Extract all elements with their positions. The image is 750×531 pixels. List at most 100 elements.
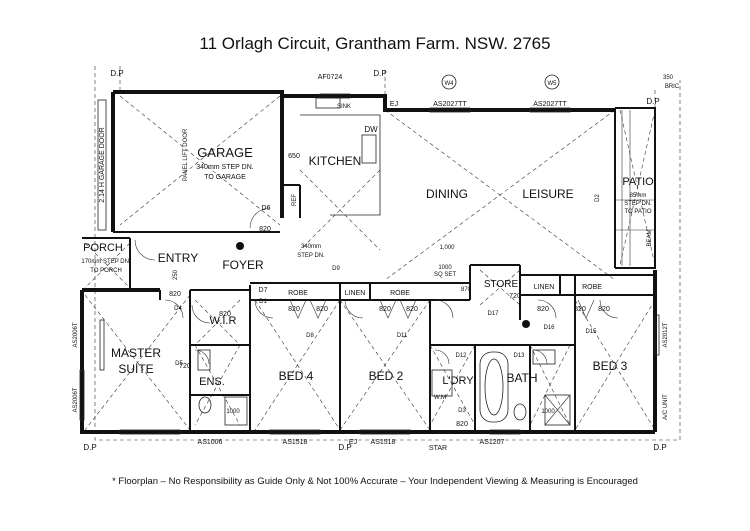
dim-250: 250 — [173, 269, 179, 280]
room-bed2: BED 2 — [369, 369, 404, 383]
dp-label-3: D.P — [646, 97, 659, 106]
window-code-as2027tt-2: AS2027TT — [533, 101, 567, 108]
dim-820-8: 820 — [537, 306, 549, 313]
ac-unit-label: A/C UNIT — [663, 394, 669, 420]
door-d13: D13 — [513, 353, 525, 359]
window-code-as2006t: AS2006T — [73, 322, 79, 347]
room-master: MASTER — [111, 346, 161, 360]
dim-1000-2: 1000 — [226, 409, 240, 415]
annotations: D.P D.P D.P D.P D.P D.P AF0724 W4 W5 AS2… — [73, 69, 680, 452]
room-kitchen: KITCHEN — [309, 154, 362, 168]
dim-720: 720 — [509, 293, 521, 300]
patio-paving — [615, 110, 655, 266]
dim-820: 820 — [259, 226, 271, 233]
door-d9: D9 — [332, 266, 340, 272]
door-d17: D17 — [487, 311, 499, 317]
kitchen-bench — [300, 97, 381, 216]
window-code-as2027tt: AS2027TT — [433, 101, 467, 108]
door-d2: D2 — [595, 194, 601, 202]
star-label: STAR — [429, 445, 447, 452]
room-bath: BATH — [506, 371, 537, 385]
grid-bubble-w5 — [544, 74, 560, 90]
door-d5: D5 — [175, 361, 183, 367]
fixtures — [197, 349, 571, 426]
room-entry: ENTRY — [158, 251, 198, 265]
fridge-label: REF — [292, 194, 298, 206]
door-d4: D4 — [174, 306, 182, 312]
window-code-as1207: AS1207 — [480, 439, 505, 446]
robe-label: ROBE — [288, 290, 308, 297]
dp-label-5: D.P — [338, 443, 351, 452]
room-ensuite: ENS. — [199, 376, 225, 388]
room-garage: GARAGE — [197, 145, 253, 160]
dim-820-7: 820 — [406, 306, 418, 313]
door-d12: D12 — [455, 353, 467, 359]
window-code-as1518-2: AS1518 — [371, 439, 396, 446]
door-d8: D8 — [306, 333, 314, 339]
dim-820-2: 820 — [169, 291, 181, 298]
room-labels: GARAGE 340mm STEP DN. TO GARAGE KITCHEN … — [81, 145, 654, 388]
door-d15: D15 — [585, 329, 597, 335]
linen-label-2: LINEN — [534, 284, 555, 291]
dp-label-4: D.P — [83, 443, 96, 452]
dp-label-2: D.P — [373, 69, 386, 78]
room-wir: W.I.R — [210, 315, 237, 327]
room-patio: PATIO — [622, 176, 654, 188]
ej-label-2: EJ — [349, 439, 357, 446]
patio-note-2: STEP DN. — [624, 201, 652, 207]
internal-walls — [113, 120, 655, 432]
washing-machine-label: W.M — [434, 395, 446, 401]
room-foyer: FOYER — [222, 258, 264, 272]
foyer-note: 340mm — [301, 244, 321, 250]
brick-label: BRIC — [665, 84, 680, 90]
door-d6: D6 — [262, 205, 271, 212]
door-d11: D11 — [397, 333, 408, 339]
room-dining: DINING — [426, 187, 468, 201]
grid-w4-label: W4 — [445, 81, 455, 87]
patio-note: 85mm — [630, 193, 647, 199]
dim-820-4: 820 — [288, 306, 300, 313]
dim-820-5: 820 — [316, 306, 328, 313]
dp-label: D.P — [110, 69, 123, 78]
door-d7: D7 — [259, 287, 268, 294]
robe-label-2: ROBE — [390, 290, 410, 297]
dim-820-11: 820 — [456, 421, 468, 428]
window-code-as2012t: AS2012T — [663, 322, 669, 347]
sink-label: SINK — [337, 104, 351, 110]
window-code-af0724: AF0724 — [318, 74, 343, 81]
room-bed4: BED 4 — [279, 369, 314, 383]
panel-lift-label: PANEL LIFT DOOR — [183, 128, 189, 181]
room-leisure: LEISURE — [522, 187, 573, 201]
room-master-2: SUITE — [118, 362, 153, 376]
garage-step-note: 340mm STEP DN. — [196, 164, 253, 171]
windows — [79, 93, 660, 435]
dashed-guides — [84, 66, 681, 441]
garage-step-note-2: TO GARAGE — [204, 174, 246, 181]
dim-720-2: 720 — [179, 363, 191, 370]
dim-350: 350 — [663, 75, 674, 81]
door-d1: D1 — [259, 299, 267, 305]
room-laundry: L'DRY — [442, 375, 474, 387]
ej-label: EJ — [390, 101, 398, 108]
dim-1000b: 1,000 — [439, 245, 455, 251]
dim-1000: 1000 — [438, 265, 452, 271]
foyer-note-2: STEP DN. — [297, 253, 325, 259]
dim-820-6: 820 — [379, 306, 391, 313]
porch-note: 170mm STEP DN. — [81, 259, 131, 265]
beam-label: BEAM — [647, 229, 653, 246]
dishwasher-label: DW — [364, 125, 378, 134]
window-code-as1518: AS1518 — [283, 439, 308, 446]
dim-650: 650 — [288, 153, 300, 160]
window-code-as2006t-2: AS2006T — [73, 387, 79, 412]
sq-set-label: SQ SET — [434, 272, 456, 278]
dim-1000-3: 1000 — [541, 409, 555, 415]
room-porch: PORCH — [83, 242, 123, 254]
grid-bubble-w4 — [441, 74, 457, 90]
grid-w5-label: W5 — [548, 81, 558, 87]
room-bed3: BED 3 — [593, 359, 628, 373]
dim-820-10: 820 — [598, 306, 610, 313]
dim-820-9: 820 — [574, 306, 586, 313]
linen-label: LINEN — [345, 290, 366, 297]
window-code-as1006: AS1006 — [198, 439, 223, 446]
patio-note-3: TO PATIO — [624, 209, 651, 215]
